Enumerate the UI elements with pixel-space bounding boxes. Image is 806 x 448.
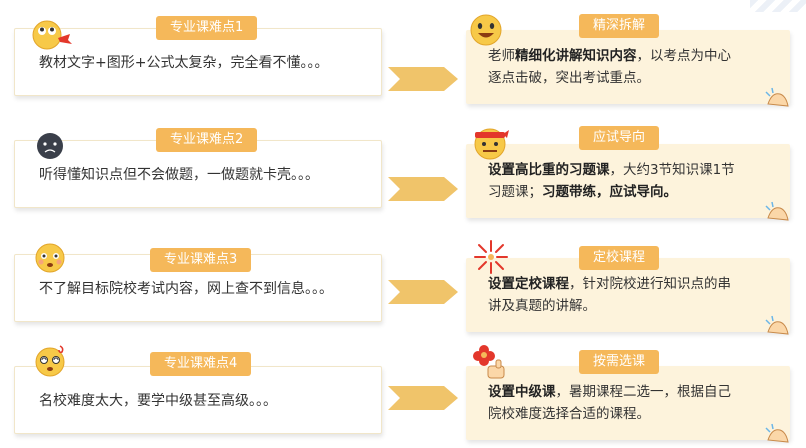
headband-face-icon bbox=[474, 128, 509, 160]
solution-tag: 精深拆解 bbox=[579, 14, 660, 38]
difficulty-tag: 专业课难点1 bbox=[156, 16, 258, 40]
difficulty-tag: 专业课难点2 bbox=[156, 128, 258, 152]
solution-line-1: 设置高比重的习题课，大约3节知识课1节 bbox=[488, 162, 735, 178]
black-sad-face-icon bbox=[37, 133, 63, 159]
arrow-icon bbox=[388, 386, 458, 410]
clapping-hands-icon bbox=[765, 423, 789, 443]
dizzy-face-icon bbox=[35, 345, 65, 377]
clapping-hands-icon bbox=[765, 87, 789, 107]
difficulty-card-1: 教材文字+图形+公式太复杂，完全看不懂。。。 bbox=[14, 28, 382, 96]
solution-card-2: 设置高比重的习题课，大约3节知识课1节 习题课；习题带练，应试导向。 bbox=[466, 144, 790, 221]
solution-card-1: 老师精细化讲解知识内容，以考点为中心 逐点击破，突出考试重点。 bbox=[466, 30, 790, 107]
row-4: 名校难度太大，要学中级甚至高级。。。 专业课难点4 设置中级课，暑期课程二选一，… bbox=[0, 340, 806, 443]
arrow-icon bbox=[388, 67, 458, 91]
difficulty-card-4: 名校难度太大，要学中级甚至高级。。。 bbox=[14, 366, 382, 434]
row-1: 教材文字+图形+公式太复杂，完全看不懂。。。 专业课难点1 老师精细化讲解知识内… bbox=[0, 6, 806, 107]
solution-line-1: 设置定校课程，针对院校进行知识点的串 bbox=[488, 276, 731, 292]
difficulty-text: 听得懂知识点但不会做题，一做题就卡壳。。。 bbox=[39, 167, 319, 183]
solution-line-2: 院校难度选择合适的课程。 bbox=[488, 406, 650, 422]
difficulty-text: 教材文字+图形+公式太复杂，完全看不懂。。。 bbox=[39, 55, 329, 71]
solution-tag: 按需选课 bbox=[579, 350, 660, 374]
solution-card-4: 设置中级课，暑期课程二选一，根据自己 院校难度选择合适的课程。 bbox=[466, 366, 790, 443]
solution-line-2: 讲及真题的讲解。 bbox=[488, 298, 596, 314]
corner-decoration bbox=[750, 0, 806, 12]
solution-line-2: 逐点击破，突出考试重点。 bbox=[488, 70, 650, 86]
worried-face-icon bbox=[35, 243, 65, 273]
arrow-icon bbox=[388, 280, 458, 304]
solution-tag: 应试导向 bbox=[579, 126, 660, 150]
difficulty-tag: 专业课难点4 bbox=[150, 352, 252, 376]
solution-card-3: 设置定校课程，针对院校进行知识点的串 讲及真题的讲解。 bbox=[466, 258, 790, 335]
rolling-eyes-emoji-icon bbox=[32, 20, 72, 50]
row-2: 听得懂知识点但不会做题，一做题就卡壳。。。 专业课难点2 设置高比重的习题课，大… bbox=[0, 116, 806, 221]
solution-line-2: 习题课；习题带练，应试导向。 bbox=[488, 184, 677, 200]
difficulty-text: 不了解目标院校考试内容，网上查不到信息。。。 bbox=[39, 281, 333, 297]
difficulty-text: 名校难度太大，要学中级甚至高级。。。 bbox=[39, 393, 277, 409]
solution-line-1: 老师精细化讲解知识内容，以考点为中心 bbox=[488, 48, 731, 64]
clapping-hands-icon bbox=[765, 201, 789, 221]
grinning-face-icon bbox=[470, 14, 502, 46]
flower-thumbs-up-icon bbox=[473, 345, 505, 379]
solution-line-1: 设置中级课，暑期课程二选一，根据自己 bbox=[488, 384, 731, 400]
row-3: 不了解目标院校考试内容，网上查不到信息。。。 专业课难点3 设置定校课程，针对院… bbox=[0, 226, 806, 335]
clapping-hands-icon bbox=[765, 315, 789, 335]
solution-tag: 定校课程 bbox=[579, 246, 660, 270]
difficulty-tag: 专业课难点3 bbox=[150, 248, 252, 272]
firework-icon bbox=[474, 240, 508, 274]
arrow-icon bbox=[388, 177, 458, 201]
